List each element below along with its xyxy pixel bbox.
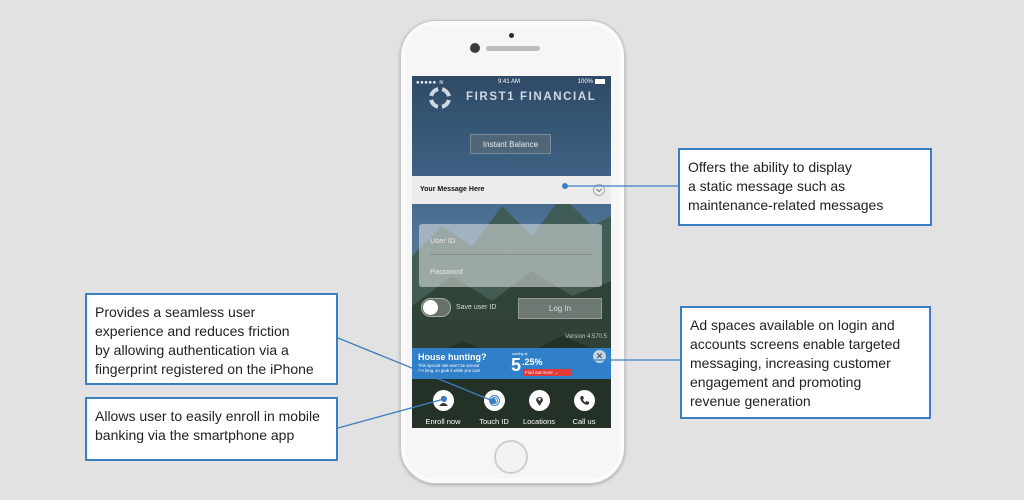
callout-ad-spaces: Ad spaces available on login and account… [680,306,931,419]
callout-line: Allows user to easily enroll in mobile [95,408,320,424]
field-divider [430,254,592,255]
ad-banner[interactable]: House hunting? This special rate won't b… [412,348,611,379]
nav-label: Call us [572,417,596,426]
callout-line: banking via the smartphone app [95,427,295,443]
callout-line: engagement and promoting [690,374,862,390]
save-user-id-label: Save user ID [456,304,497,311]
callout-touch-id: Provides a seamless user experience and … [85,293,338,385]
status-bar: ●●●●● ≋ 9:41 AM 100% [412,76,611,88]
ad-rate-decimal: .25% [522,357,543,367]
lifebuoy-logo-icon [429,87,451,109]
ad-close-icon[interactable]: ✕ [593,350,606,363]
ad-rate-label: starting at [512,352,528,356]
callout-line: messaging, increasing customer [690,355,891,371]
callout-line: Ad spaces available on login and [690,317,895,333]
login-button[interactable]: Log In [518,298,602,319]
ad-find-out-more-button[interactable]: Find out more → [523,369,571,376]
password-input[interactable]: Password [430,267,463,276]
phone-camera [470,43,480,53]
message-banner[interactable]: Your Message Here [412,176,611,204]
nav-label: Locations [522,417,556,426]
nav-label: Enroll now [425,417,461,426]
login-form: User ID Password [419,224,602,287]
nav-call-us[interactable]: Call us [560,390,608,428]
enroll-icon [433,390,454,411]
callout-line: revenue generation [690,393,811,409]
toggle-knob [423,300,438,315]
callout-line: fingerprint registered on the iPhone [95,361,314,377]
callout-line: by allowing authentication via a [95,342,289,358]
callout-line: a static message such as [688,178,846,194]
nav-locations[interactable]: Locations [515,390,563,428]
battery-icon [595,79,605,84]
callout-line: Provides a seamless user [95,304,256,320]
user-id-input[interactable]: User ID [430,236,456,245]
nav-touch-id[interactable]: Touch ID [470,390,518,428]
save-user-id-toggle[interactable] [421,298,451,317]
phone-sensor [509,33,514,38]
fingerprint-icon [484,390,505,411]
location-pin-icon [529,390,550,411]
phone-speaker [486,46,540,51]
brand-name: FIRST1 FINANCIAL [466,91,597,103]
ad-headline: House hunting? [418,352,487,362]
callout-enroll: Allows user to easily enroll in mobile b… [85,397,338,461]
bottom-nav: Enroll now Touch ID Locations Call us [412,380,611,428]
callout-line: Offers the ability to display [688,159,852,175]
callout-line: maintenance-related messages [688,197,884,213]
ad-line-2: too long, so grab it while you can! [418,368,481,373]
battery-indicator: 100% [578,79,605,85]
ad-rate-whole: 5 [511,355,522,375]
app-version: Version 4.570.5 [565,334,607,340]
nav-label: Touch ID [479,417,509,426]
chevron-down-icon[interactable] [593,184,605,196]
callout-message-banner: Offers the ability to display a static m… [678,148,932,226]
message-text: Your Message Here [420,186,485,193]
app-screen: ●●●●● ≋ 9:41 AM 100% FIRST1 FINANCIAL In… [412,76,611,428]
callout-line: experience and reduces friction [95,323,290,339]
nav-enroll-now[interactable]: Enroll now [419,390,467,428]
callout-line: accounts screens enable targeted [690,336,901,352]
signal-indicator: ●●●●● ≋ [416,80,445,86]
phone-icon [574,390,595,411]
instant-balance-button[interactable]: Instant Balance [470,134,551,154]
status-time: 9:41 AM [498,79,521,85]
home-button[interactable] [494,440,528,474]
